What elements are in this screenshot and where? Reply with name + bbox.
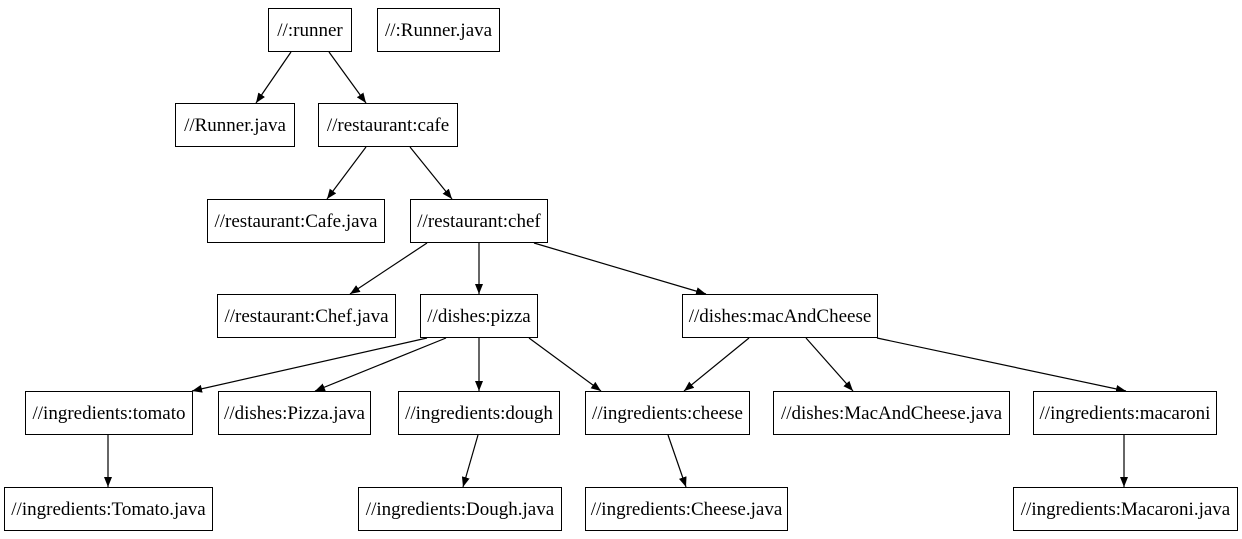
graph-node-chef: //restaurant:chef	[410, 199, 548, 243]
node-label-root-runner: //:runner	[277, 19, 343, 41]
node-label-dough-java: //ingredients:Dough.java	[365, 498, 555, 520]
graph-node-macaroni-java: //ingredients:Macaroni.java	[1013, 487, 1238, 531]
node-label-tomato: //ingredients:tomato	[32, 402, 186, 424]
edge-dough-to-dough-java	[461, 434, 479, 488]
node-label-pizza: //dishes:pizza	[427, 305, 531, 327]
node-label-mac-and-cheese: //dishes:macAndCheese	[688, 305, 872, 327]
graph-node-root-runner: //:runner	[268, 8, 352, 52]
edge-pizza-to-tomato	[191, 337, 428, 393]
graph-node-mac-and-cheese-java: //dishes:MacAndCheese.java	[773, 391, 1010, 435]
node-label-pizza-java: //dishes:Pizza.java	[224, 402, 365, 424]
edge-mac-and-cheese-to-macaroni	[876, 337, 1127, 393]
graph-node-tomato: //ingredients:tomato	[25, 391, 193, 435]
node-label-chef-java: //restaurant:Chef.java	[224, 305, 389, 327]
edge-chef-to-mac-and-cheese	[533, 242, 707, 295]
node-label-cafe: //restaurant:cafe	[326, 114, 450, 136]
node-label-root-runner-java: //:Runner.java	[384, 19, 493, 41]
graph-node-chef-java: //restaurant:Chef.java	[217, 294, 396, 338]
graph-node-dough: //ingredients:dough	[398, 391, 560, 435]
graph-node-macaroni: //ingredients:macaroni	[1033, 391, 1217, 435]
graph-node-pizza-java: //dishes:Pizza.java	[218, 391, 371, 435]
graph-node-cafe-java: //restaurant:Cafe.java	[207, 199, 385, 243]
graph-node-cheese: //ingredients:cheese	[585, 391, 750, 435]
edge-mac-and-cheese-to-cheese	[683, 337, 750, 392]
edge-cafe-to-chef	[409, 146, 453, 200]
graph-node-mac-and-cheese: //dishes:macAndCheese	[682, 294, 878, 338]
node-label-cheese: //ingredients:cheese	[592, 402, 743, 424]
edge-root-runner-to-cafe	[328, 51, 367, 104]
graph-node-runner-java: //Runner.java	[175, 103, 295, 147]
node-label-macaroni: //ingredients:macaroni	[1039, 402, 1211, 424]
graph-node-root-runner-java: //:Runner.java	[377, 8, 500, 52]
edge-mac-and-cheese-to-mac-and-cheese-java	[805, 337, 854, 392]
edge-pizza-to-cheese	[528, 337, 602, 392]
node-label-dough: //ingredients:dough	[405, 402, 553, 424]
graph-node-cheese-java: //ingredients:Cheese.java	[585, 487, 788, 531]
node-label-chef: //restaurant:chef	[417, 210, 541, 232]
edge-cafe-to-cafe-java	[326, 146, 367, 200]
edge-root-runner-to-runner-java	[255, 51, 292, 104]
edge-chef-to-chef-java	[349, 242, 428, 295]
graph-node-dough-java: //ingredients:Dough.java	[358, 487, 562, 531]
node-label-runner-java: //Runner.java	[184, 114, 286, 136]
graph-node-pizza: //dishes:pizza	[420, 294, 538, 338]
edge-pizza-to-pizza-java	[314, 337, 447, 392]
node-label-macaroni-java: //ingredients:Macaroni.java	[1020, 498, 1231, 520]
graph-node-cafe: //restaurant:cafe	[318, 103, 458, 147]
edge-cheese-to-cheese-java	[667, 434, 687, 488]
graph-node-tomato-java: //ingredients:Tomato.java	[4, 487, 213, 531]
node-label-mac-and-cheese-java: //dishes:MacAndCheese.java	[780, 402, 1003, 424]
node-label-tomato-java: //ingredients:Tomato.java	[11, 498, 206, 520]
node-label-cheese-java: //ingredients:Cheese.java	[590, 498, 783, 520]
node-label-cafe-java: //restaurant:Cafe.java	[214, 210, 378, 232]
